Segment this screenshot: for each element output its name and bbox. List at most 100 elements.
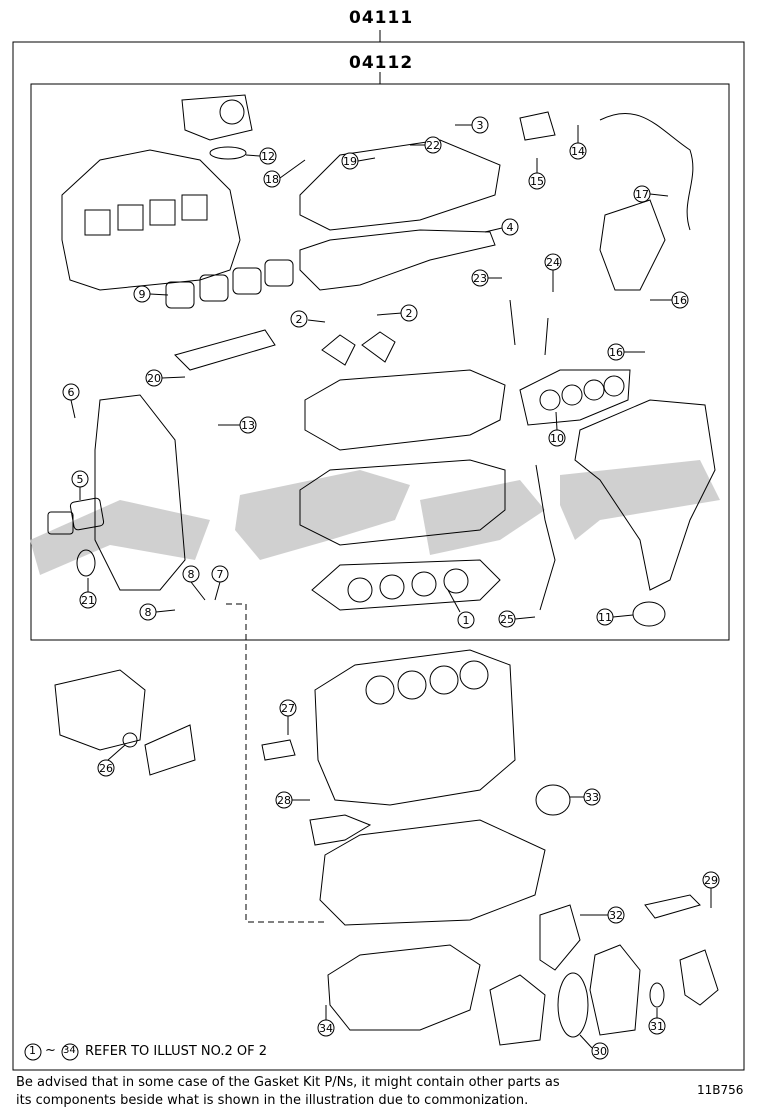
callout-14: 14 xyxy=(569,125,587,160)
svg-text:24: 24 xyxy=(546,256,560,269)
svg-text:5: 5 xyxy=(77,473,84,486)
cylinder-block-drawing xyxy=(314,649,516,806)
ref-balloon-end xyxy=(61,1043,79,1061)
oil-pan-lower-drawing xyxy=(327,944,481,1031)
callout-17: 17 xyxy=(633,185,669,203)
svg-text:14: 14 xyxy=(571,145,585,158)
ref-end-number: 34 xyxy=(63,1045,76,1056)
callout-25: 25 xyxy=(498,610,536,628)
ref-tilde: ~ xyxy=(45,1043,56,1058)
callout-30: 30 xyxy=(579,1034,609,1060)
cylinder-head-drawing xyxy=(304,369,506,451)
exhaust-manifold-drawing xyxy=(574,399,716,591)
svg-text:11: 11 xyxy=(598,611,612,624)
svg-text:33: 33 xyxy=(585,791,599,804)
callout-1: 1 xyxy=(447,589,475,629)
callout-16b: 16 xyxy=(607,343,645,361)
ref-note-text: REFER TO ILLUST NO.2 OF 2 xyxy=(85,1044,267,1059)
callout-12: 12 xyxy=(245,147,277,165)
svg-text:10: 10 xyxy=(550,432,564,445)
svg-text:8: 8 xyxy=(145,606,152,619)
callout-2b: 2 xyxy=(376,304,418,322)
svg-text:34: 34 xyxy=(319,1022,333,1035)
inner-kit-box xyxy=(30,83,730,641)
svg-text:7: 7 xyxy=(217,568,224,581)
svg-text:21: 21 xyxy=(81,594,95,607)
svg-text:28: 28 xyxy=(277,794,291,807)
intake-gasket-drawing xyxy=(165,259,294,309)
callout-16a: 16 xyxy=(650,291,689,309)
svg-text:18: 18 xyxy=(265,173,279,186)
intake-manifold-drawing xyxy=(61,149,241,291)
svg-text:13: 13 xyxy=(241,419,255,432)
callout-19: 19 xyxy=(341,152,376,170)
valve-cover-drawing xyxy=(299,139,501,231)
svg-text:32: 32 xyxy=(609,909,623,922)
callout-28: 28 xyxy=(275,791,310,809)
svg-text:4: 4 xyxy=(507,221,514,234)
throttle-body-drawing xyxy=(181,94,253,141)
svg-text:17: 17 xyxy=(635,188,649,201)
callout-3: 3 xyxy=(455,116,489,134)
exhaust-gasket-drawing xyxy=(519,369,631,426)
timing-cover-drawing xyxy=(94,394,186,591)
callout-27: 27 xyxy=(279,699,297,735)
callout-29: 29 xyxy=(702,871,720,908)
seal-ring-drawing xyxy=(632,601,666,627)
watermark xyxy=(30,460,720,575)
ref-start-number: 1 xyxy=(29,1044,36,1057)
callout-26: 26 xyxy=(97,744,126,777)
svg-text:23: 23 xyxy=(473,272,487,285)
figure-id: 11B756 xyxy=(697,1083,744,1097)
callout-13: 13 xyxy=(218,416,257,434)
front-cover-drawing xyxy=(54,669,146,751)
sub-kit-code-label: 04112 xyxy=(349,53,414,73)
callout-23: 23 xyxy=(471,269,502,287)
callout-8b: 8 xyxy=(139,603,176,621)
egr-cooler-drawing xyxy=(599,199,666,291)
callout-34: 34 xyxy=(317,1005,335,1037)
svg-text:31: 31 xyxy=(650,1020,664,1033)
fuel-rail-drawing xyxy=(174,329,276,371)
callout-9: 9 xyxy=(133,285,169,303)
callout-22: 22 xyxy=(410,136,442,154)
svg-text:29: 29 xyxy=(704,874,718,887)
advisory-line-2: its components beside what is shown in t… xyxy=(16,1093,529,1108)
ref-balloon-start xyxy=(24,1043,42,1061)
svg-text:15: 15 xyxy=(530,175,544,188)
callout-4: 4 xyxy=(484,218,519,236)
callout-5: 5 xyxy=(71,470,89,500)
callout-15: 15 xyxy=(528,158,546,190)
svg-text:25: 25 xyxy=(500,613,514,626)
svg-text:22: 22 xyxy=(426,139,440,152)
advisory-line-1: Be advised that in some case of the Gask… xyxy=(16,1075,560,1090)
svg-text:1: 1 xyxy=(463,614,470,627)
callout-6: 6 xyxy=(62,383,80,419)
outer-kit-box xyxy=(12,41,745,1071)
callout-20: 20 xyxy=(145,369,186,387)
svg-text:19: 19 xyxy=(343,155,357,168)
water-pump-drawing xyxy=(589,944,641,1036)
svg-text:3: 3 xyxy=(477,119,484,132)
callout-11: 11 xyxy=(596,608,634,626)
callout-10: 10 xyxy=(548,411,566,447)
valve-cover-gasket-drawing xyxy=(299,229,496,291)
dipstick-tube-drawing xyxy=(535,464,556,611)
svg-text:2: 2 xyxy=(406,307,413,320)
callout-2a: 2 xyxy=(290,310,326,328)
callout-31: 31 xyxy=(648,1008,666,1035)
callout-18: 18 xyxy=(263,159,306,188)
kit-code-label: 04111 xyxy=(349,8,414,28)
svg-text:16: 16 xyxy=(609,346,623,359)
svg-text:30: 30 xyxy=(593,1045,607,1058)
callout-33: 33 xyxy=(570,788,601,806)
svg-text:12: 12 xyxy=(261,150,275,163)
svg-text:8: 8 xyxy=(188,568,195,581)
svg-text:26: 26 xyxy=(99,762,113,775)
callout-7: 7 xyxy=(211,565,229,601)
svg-text:16: 16 xyxy=(673,294,687,307)
callout-24: 24 xyxy=(544,253,562,292)
callout-8a: 8 xyxy=(182,565,206,601)
svg-text:27: 27 xyxy=(281,702,295,715)
